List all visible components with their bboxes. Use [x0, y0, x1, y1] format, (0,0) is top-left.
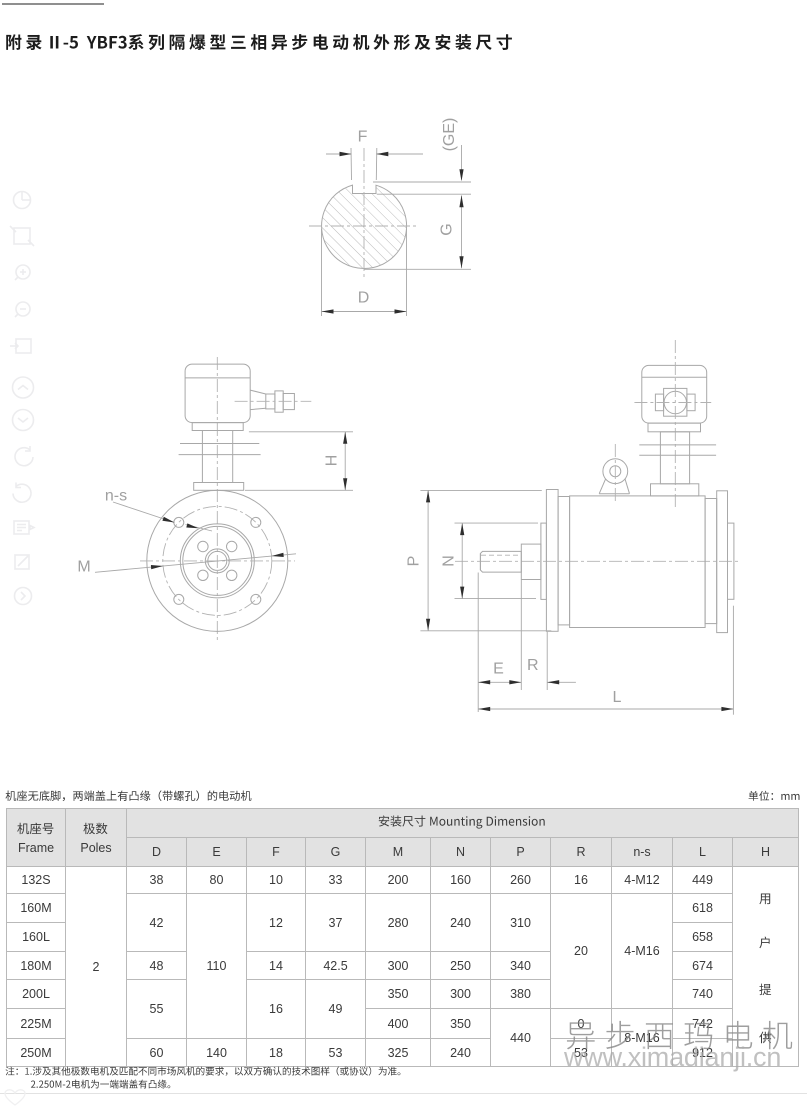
svg-text:G: G — [439, 223, 456, 235]
svg-text:(GE): (GE) — [441, 118, 458, 152]
svg-text:R: R — [527, 657, 539, 674]
svg-text:E: E — [493, 661, 504, 678]
svg-text:n-s: n-s — [105, 488, 127, 505]
svg-text:H: H — [324, 455, 341, 467]
svg-text:N: N — [440, 555, 457, 567]
svg-text:L: L — [612, 689, 621, 706]
svg-text:P: P — [405, 556, 422, 567]
svg-text:D: D — [358, 290, 370, 307]
svg-text:M: M — [77, 559, 90, 576]
svg-text:F: F — [358, 129, 368, 146]
